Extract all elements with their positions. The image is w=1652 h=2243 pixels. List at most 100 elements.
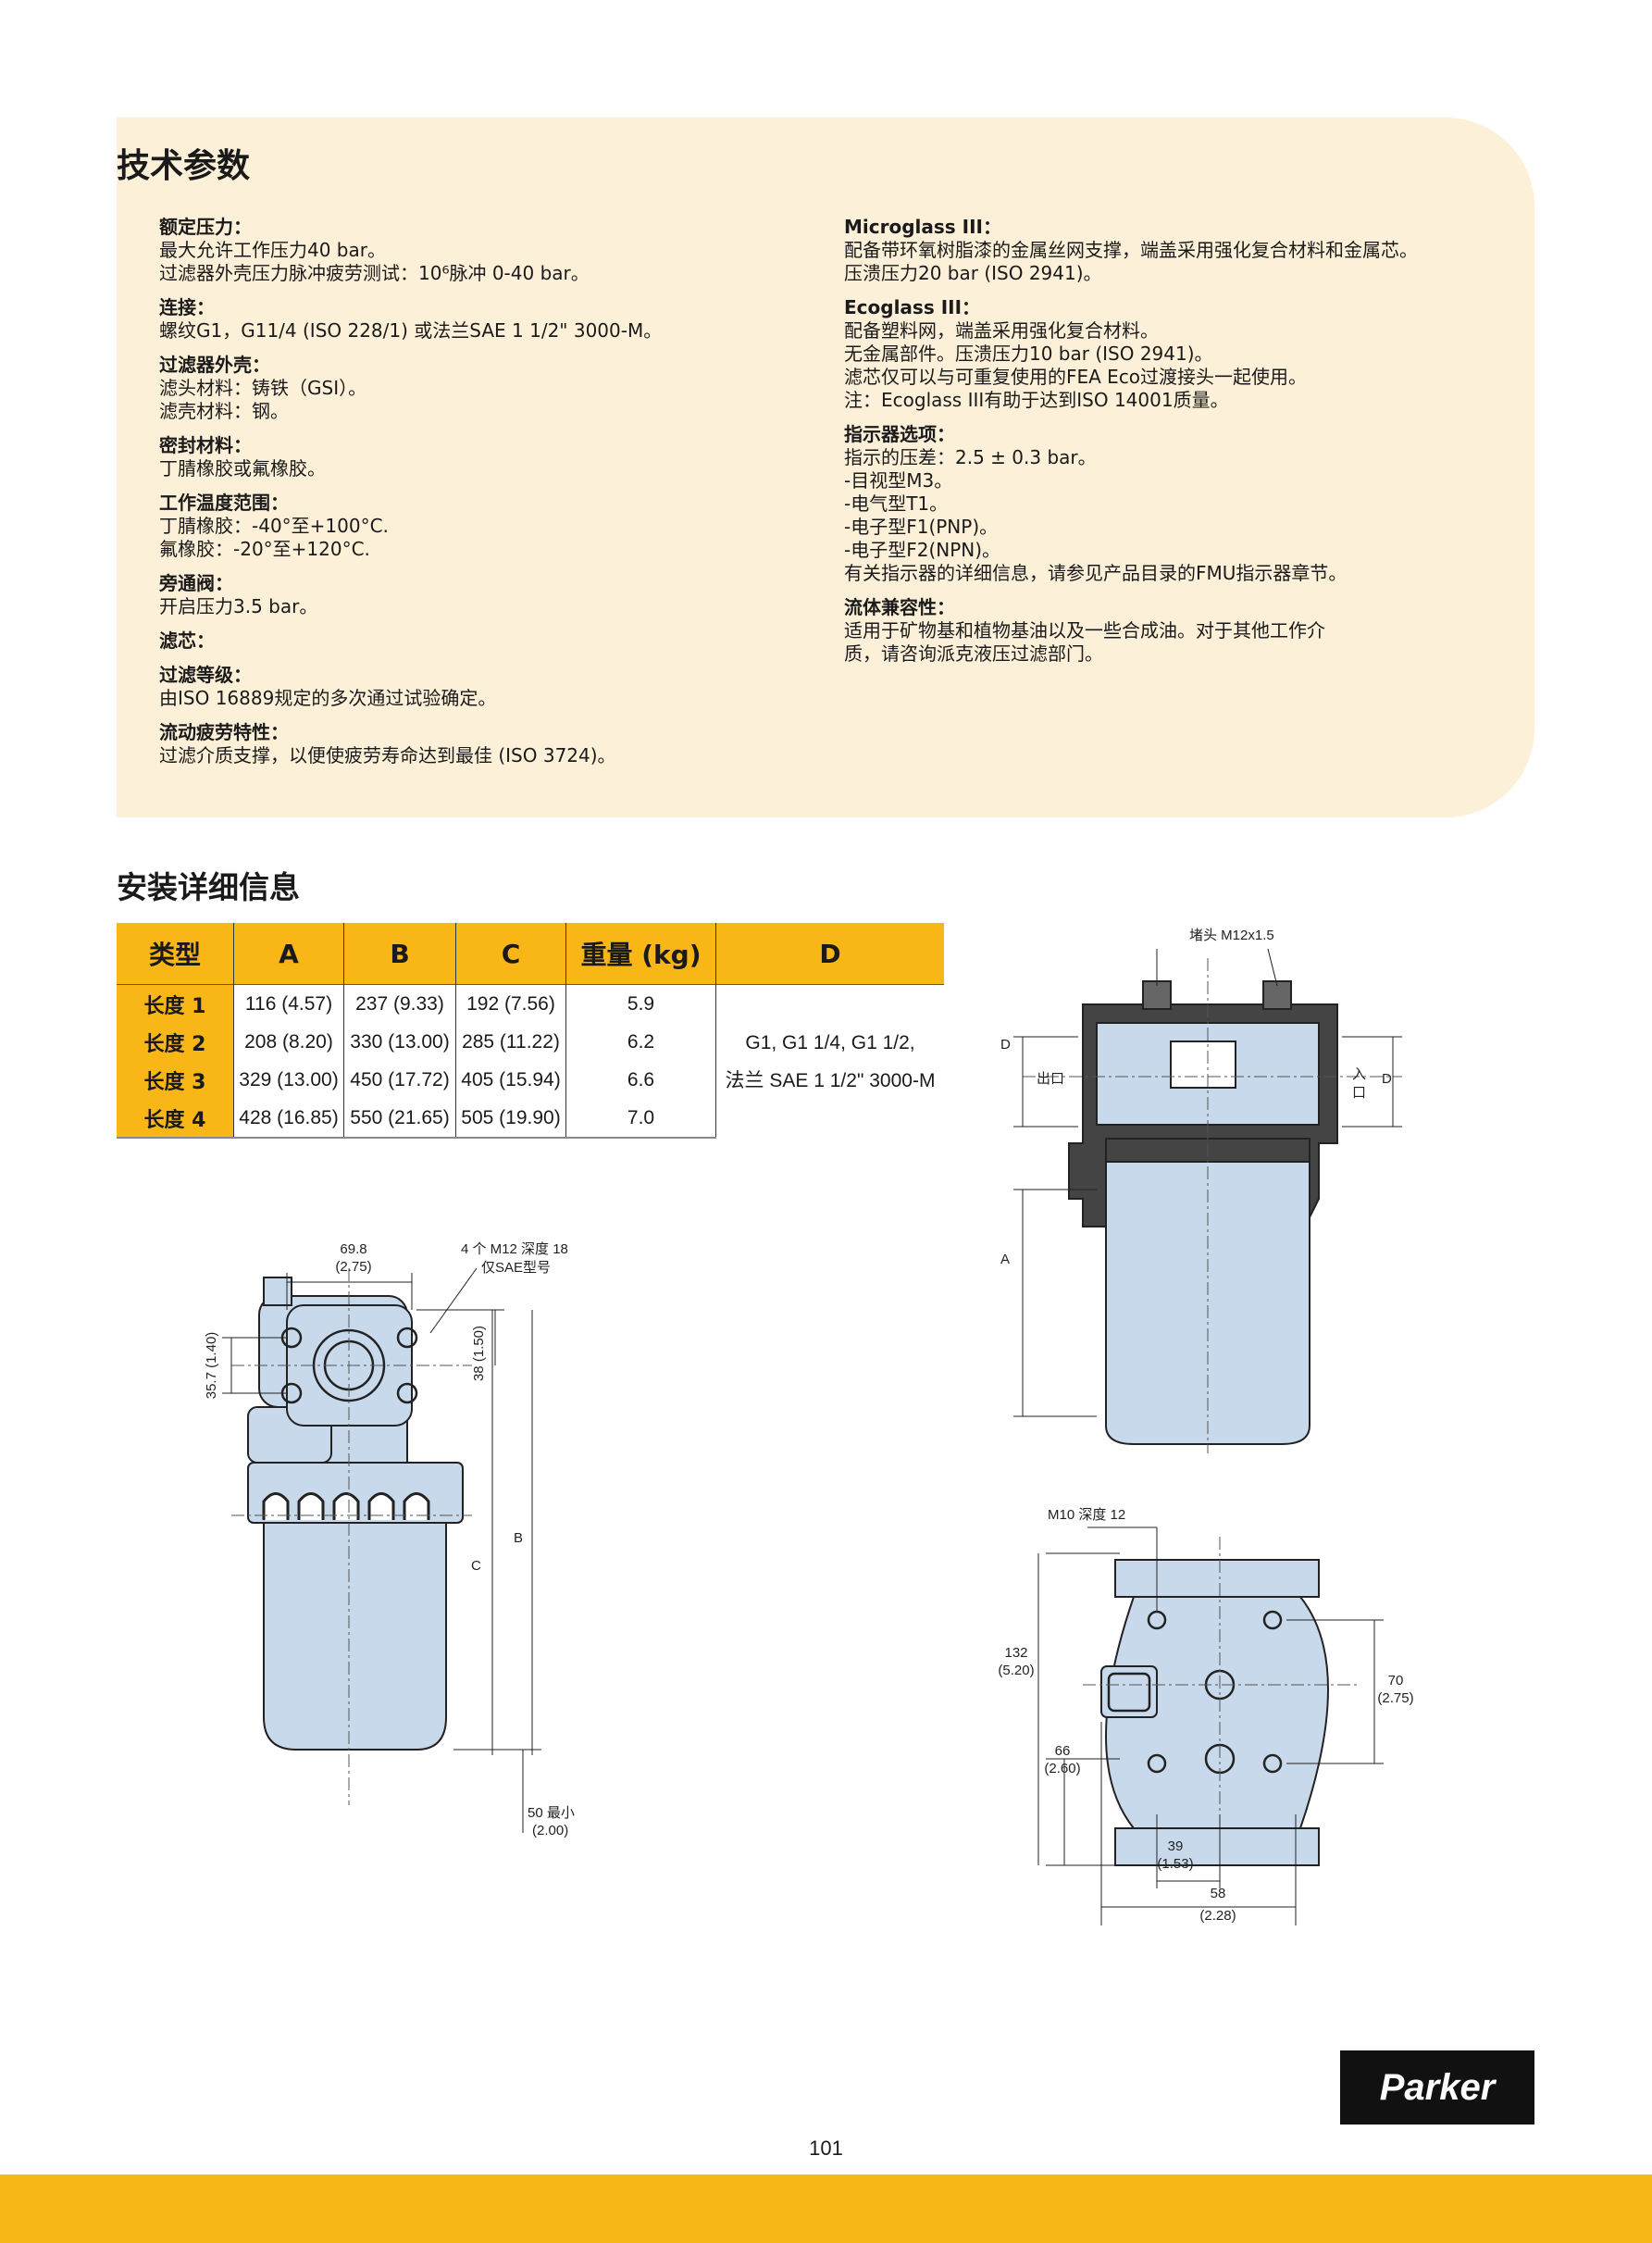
row-type: 长度 2: [117, 1023, 234, 1061]
col-header-b: B: [343, 923, 456, 985]
dim-38: 38 (1.50): [471, 1326, 487, 1381]
dim-39: 39: [1168, 1838, 1184, 1854]
cell-c: 285 (11.22): [455, 1023, 566, 1061]
dim-58: 58: [1211, 1886, 1226, 1901]
dim-39-in: (1.53): [1157, 1856, 1193, 1872]
m10-label: M10 深度 12: [1048, 1507, 1125, 1523]
cell-d: G1, G1 1/4, G1 1/2, 法兰 SAE 1 1/2" 3000-M: [715, 984, 944, 1138]
spec-item: 过滤等级：由ISO 16889规定的多次通过试验确定。: [159, 664, 826, 710]
spec-line: -电子型F2(NPN)。: [844, 539, 1001, 561]
spec-line: 配备带环氧树脂漆的金属丝网支撑，端盖采用强化复合材料和金属芯。: [844, 239, 1418, 261]
inlet-label-1: 入: [1352, 1066, 1366, 1082]
spec-label: 密封材料：: [159, 434, 252, 456]
dim-66-in: (2.60): [1044, 1761, 1080, 1776]
dim-69-8-in: (2.75): [335, 1259, 371, 1275]
front-view-drawing: 69.8 (2.75) 4 个 M12 深度 18 仅SAE型号 35.7 (1…: [204, 1241, 575, 1838]
note-sae-only: 仅SAE型号: [481, 1260, 551, 1276]
spec-item: Ecoglass III：配备塑料网，端盖采用强化复合材料。无金属部件。压溃压力…: [844, 296, 1547, 412]
dim-58-in: (2.28): [1199, 1908, 1236, 1924]
row-type: 长度 4: [117, 1099, 234, 1139]
row-type: 长度 3: [117, 1061, 234, 1099]
spec-title: 技术参数: [117, 147, 251, 185]
spec-line: 丁腈橡胶：-40°至+100°C.: [159, 515, 389, 537]
table-row: 长度 2 208 (8.20) 330 (13.00) 285 (11.22) …: [117, 1023, 944, 1061]
cell-b: 550 (21.65): [343, 1099, 456, 1139]
dim-35-7: 35.7 (1.40): [204, 1332, 219, 1400]
spec-line: 配备塑料网，端盖采用强化复合材料。: [844, 319, 1159, 342]
spec-item: 流体兼容性：适用于矿物基和植物基油以及一些合成油。对于其他工作介质，请咨询派克液…: [844, 596, 1547, 666]
page-number: 101: [809, 2137, 843, 2160]
cell-c: 192 (7.56): [455, 984, 566, 1023]
spec-line: 注：Ecoglass III有助于达到ISO 14001质量。: [844, 389, 1229, 411]
spec-item: 指示器选项：指示的压差：2.5 ± 0.3 bar。-目视型M3。-电气型T1。…: [844, 423, 1547, 585]
outlet-label: 出口: [1037, 1071, 1064, 1087]
spec-item: 工作温度范围：丁腈橡胶：-40°至+100°C.氟橡胶：-20°至+120°C.: [159, 492, 826, 561]
dim-d-left: D: [1000, 1037, 1011, 1053]
plug-label: 堵头 M12x1.5: [1189, 928, 1274, 943]
dim-d-right: D: [1382, 1071, 1392, 1087]
table-row: 长度 1 116 (4.57) 237 (9.33) 192 (7.56) 5.…: [117, 984, 944, 1138]
spec-item: 连接：螺纹G1，G11/4 (ISO 228/1) 或法兰SAE 1 1/2" …: [159, 296, 826, 343]
spec-line: 最大允许工作压力40 bar。: [159, 239, 386, 261]
spec-line: -电子型F1(PNP)。: [844, 516, 999, 538]
spec-line: 无金属部件。压溃压力10 bar (ISO 2941)。: [844, 343, 1213, 365]
side-section-drawing: 堵头 M12x1.5 D 出口 入 口 D A: [1000, 928, 1402, 1453]
spec-item: 滤芯：: [159, 629, 826, 653]
cell-b: 330 (13.00): [343, 1023, 456, 1061]
dim-132: 132: [1004, 1645, 1027, 1661]
spec-right-column: Microglass III：配备带环氧树脂漆的金属丝网支撑，端盖采用强化复合材…: [844, 216, 1547, 677]
spec-line: 压溃压力20 bar (ISO 2941)。: [844, 262, 1102, 284]
spec-item: 流动疲劳特性：过滤介质支撑，以便使疲劳寿命达到最佳 (ISO 3724)。: [159, 721, 826, 767]
spec-left-column: 额定压力：最大允许工作压力40 bar。过滤器外壳压力脉冲疲劳测试：10⁶脉冲 …: [159, 216, 826, 779]
col-header-d: D: [715, 923, 944, 985]
dim-50-min: 50 最小: [528, 1805, 575, 1821]
col-header-c: C: [455, 923, 566, 985]
cell-weight: 6.2: [565, 1023, 716, 1061]
spec-label: 滤芯：: [159, 629, 215, 652]
inlet-label-2: 口: [1352, 1085, 1366, 1101]
cell-b: 237 (9.33): [343, 984, 456, 1023]
spec-label: 额定压力：: [159, 216, 252, 238]
spec-line: 丁腈橡胶或氟橡胶。: [159, 457, 326, 480]
table-row: 长度 3 329 (13.00) 450 (17.72) 405 (15.94)…: [117, 1061, 944, 1099]
dim-b: B: [514, 1530, 523, 1546]
row-type: 长度 1: [117, 984, 234, 1023]
bottom-accent-bar: [0, 2174, 1652, 2243]
spec-line: 有关指示器的详细信息，请参见产品目录的FMU指示器章节。: [844, 562, 1348, 584]
spec-label: 指示器选项：: [844, 423, 955, 445]
cell-weight: 6.6: [565, 1061, 716, 1099]
install-table: 类型 A B C 重量 (kg) D 长度 1 116 (4.57) 237 (…: [117, 923, 944, 1139]
spec-label: 连接：: [159, 296, 215, 318]
spec-line: 质，请咨询派克液压过滤部门。: [844, 642, 1103, 665]
spec-line: -电气型T1。: [844, 492, 949, 515]
spec-label: 工作温度范围：: [159, 492, 289, 514]
spec-item: 密封材料：丁腈橡胶或氟橡胶。: [159, 434, 826, 480]
col-header-weight: 重量 (kg): [565, 923, 716, 985]
col-header-a: A: [233, 923, 344, 985]
dim-132-in: (5.20): [998, 1663, 1034, 1678]
spec-line: 过滤器外壳压力脉冲疲劳测试：10⁶脉冲 0-40 bar。: [159, 262, 590, 284]
dim-c: C: [471, 1558, 481, 1574]
spec-panel: [117, 118, 1534, 817]
spec-label: 流体兼容性：: [844, 596, 955, 618]
spec-label: 过滤等级：: [159, 664, 252, 686]
cell-weight: 7.0: [565, 1099, 716, 1139]
spec-label: 流动疲劳特性：: [159, 721, 289, 743]
spec-line: 由ISO 16889规定的多次通过试验确定。: [159, 687, 497, 709]
note-m12: 4 个 M12 深度 18: [461, 1241, 568, 1257]
parker-logo: Parker: [1340, 2050, 1534, 2125]
spec-line: 螺纹G1，G11/4 (ISO 228/1) 或法兰SAE 1 1/2" 300…: [159, 319, 663, 342]
spec-line: 滤芯仅可以与可重复使用的FEA Eco过渡接头一起使用。: [844, 366, 1308, 388]
cell-c: 405 (15.94): [455, 1061, 566, 1099]
cell-a: 208 (8.20): [233, 1023, 344, 1061]
spec-line: 指示的压差：2.5 ± 0.3 bar。: [844, 446, 1097, 468]
install-title: 安装详细信息: [117, 869, 300, 905]
spec-item: Microglass III：配备带环氧树脂漆的金属丝网支撑，端盖采用强化复合材…: [844, 216, 1547, 285]
table-row: 长度 4 428 (16.85) 550 (21.65) 505 (19.90)…: [117, 1099, 944, 1139]
dim-70-in: (2.75): [1377, 1690, 1413, 1706]
dim-70: 70: [1388, 1673, 1404, 1688]
spec-item: 过滤器外壳：滤头材料：铸铁（GSI）。滤壳材料：钢。: [159, 354, 826, 423]
col-header-type: 类型: [117, 923, 234, 985]
spec-label: Ecoglass III：: [844, 296, 981, 318]
dim-69-8: 69.8: [340, 1241, 366, 1257]
